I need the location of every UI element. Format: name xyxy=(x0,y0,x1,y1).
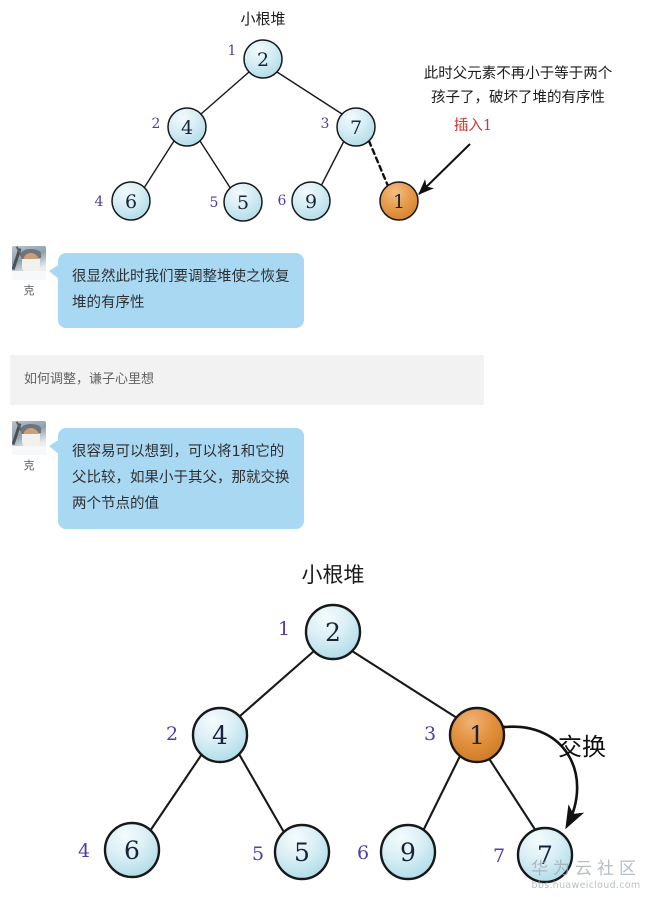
top-node-2-index: 1 xyxy=(228,43,237,59)
top-node-5: 5 5 xyxy=(210,182,263,222)
swap-arrow xyxy=(484,719,585,830)
user-avatar-photo-icon[interactable] xyxy=(12,246,46,280)
top-node-9-index: 6 xyxy=(278,193,287,209)
bottom-tree-edges xyxy=(149,650,537,835)
bottom-node-6-value: 6 xyxy=(124,836,140,865)
chat-system-note: 如何调整，谦子心里想 xyxy=(10,355,484,405)
bottom-node-1: 1 3 xyxy=(424,706,506,764)
top-node-2: 2 1 xyxy=(228,39,283,79)
bottom-node-9: 9 6 xyxy=(357,823,437,881)
top-node-7-index: 3 xyxy=(321,116,330,132)
top-node-9: 9 6 xyxy=(278,181,331,221)
top-heap-title: 小根堆 xyxy=(240,10,285,28)
top-node-4-value: 4 xyxy=(181,117,193,139)
top-node-6: 6 4 xyxy=(95,181,151,221)
chat-message-2-avatar-col: 克 xyxy=(0,418,58,472)
top-node-inserted-1: 1 xyxy=(379,181,419,221)
chat-message-2-bubble: 很容易可以想到，可以将1和它的 父比较，如果小于其父，那就交换 两个节点的值 xyxy=(49,428,304,529)
chat-message-1-bubble: 很显然此时我们要调整堆使之恢复 堆的有序性 xyxy=(49,253,304,328)
bottom-node-2-index: 1 xyxy=(278,618,290,640)
chat-message-2-line-2: 父比较，如果小于其父，那就交换 xyxy=(72,470,290,486)
top-annotation-insert-label: 插入1 xyxy=(454,117,492,134)
bottom-heap-diagram: 小根堆 交换 2 1 4 2 xyxy=(0,545,647,897)
bottom-node-7: 7 7 xyxy=(493,826,574,884)
swap-label: 交换 xyxy=(558,733,606,761)
top-node-2-value: 2 xyxy=(257,49,269,71)
chat-thread: 克 很显然此时我们要调整堆使之恢复 堆的有序性 如何调整，谦子心里想 克 很容易… xyxy=(0,243,647,529)
bottom-node-7-value: 7 xyxy=(537,841,553,870)
bottom-node-9-index: 6 xyxy=(357,842,369,864)
bottom-node-9-value: 9 xyxy=(400,838,416,867)
top-heap-diagram: 小根堆 2 1 4 2 7 xyxy=(0,0,647,240)
chat-message-1-avatar-col: 克 xyxy=(0,243,58,297)
chat-message-2-username: 克 xyxy=(23,459,35,472)
top-node-inserted-1-value: 1 xyxy=(393,191,405,213)
top-node-4: 4 2 xyxy=(152,107,207,147)
chat-message-2-line-3: 两个节点的值 xyxy=(72,496,159,512)
bottom-node-6: 6 4 xyxy=(78,821,161,879)
top-annotation-line-1: 此时父元素不再小于等于两个 xyxy=(424,64,613,82)
user-avatar-photo-icon[interactable] xyxy=(12,421,46,455)
new-node-dashed-edge xyxy=(367,139,390,188)
top-node-5-value: 5 xyxy=(237,192,249,214)
bottom-node-2-value: 2 xyxy=(325,618,341,647)
bottom-node-4: 4 2 xyxy=(166,706,249,764)
insert-arrow xyxy=(418,143,471,195)
top-node-9-value: 9 xyxy=(305,191,317,213)
bottom-node-4-index: 2 xyxy=(166,723,178,745)
bottom-node-5: 5 5 xyxy=(252,823,331,881)
bottom-node-6-index: 4 xyxy=(78,840,90,862)
top-node-4-index: 2 xyxy=(152,116,161,132)
chat-message-2-line-1: 很容易可以想到，可以将1和它的 xyxy=(72,444,285,460)
chat-message-1: 克 很显然此时我们要调整堆使之恢复 堆的有序性 xyxy=(0,243,647,347)
chat-message-1-username: 克 xyxy=(23,284,35,297)
bottom-node-5-value: 5 xyxy=(294,838,310,867)
top-node-6-value: 6 xyxy=(125,191,137,213)
bottom-heap-title: 小根堆 xyxy=(302,563,365,587)
chat-message-1-line-1: 很显然此时我们要调整堆使之恢复 xyxy=(72,269,290,285)
bottom-node-5-index: 5 xyxy=(252,843,264,865)
top-node-6-index: 4 xyxy=(95,194,104,210)
top-node-7: 7 3 xyxy=(321,107,376,147)
bottom-node-1-value: 1 xyxy=(469,721,485,750)
top-annotation-line-2: 孩子了，破坏了堆的有序性 xyxy=(431,89,605,106)
chat-message-1-line-2: 堆的有序性 xyxy=(72,295,145,311)
bottom-node-2: 2 1 xyxy=(278,603,362,661)
chat-message-2: 克 很容易可以想到，可以将1和它的 父比较，如果小于其父，那就交换 两个节点的值 xyxy=(0,418,647,548)
bottom-node-4-value: 4 xyxy=(212,721,228,750)
bottom-node-1-index: 3 xyxy=(424,723,436,745)
chat-system-note-text: 如何调整，谦子心里想 xyxy=(24,372,155,387)
top-tree-edges xyxy=(143,71,390,190)
bottom-node-7-index: 7 xyxy=(493,845,505,867)
top-node-7-value: 7 xyxy=(350,117,362,139)
top-node-5-index: 5 xyxy=(210,195,219,211)
